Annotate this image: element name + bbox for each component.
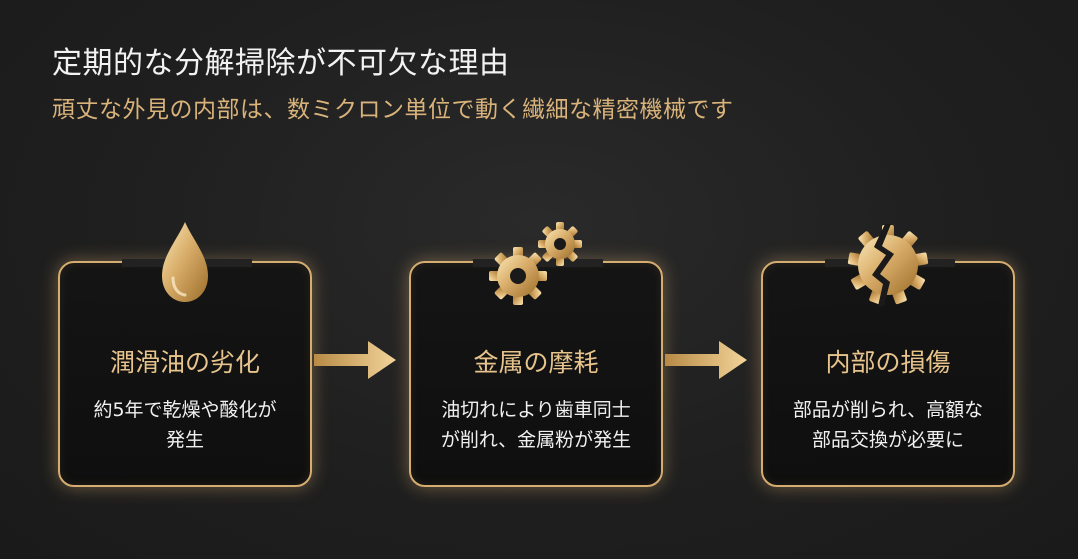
step-title: 金属の摩耗 — [473, 348, 599, 377]
step-description-line: 発生 — [165, 429, 204, 451]
step-title: 潤滑油の劣化 — [109, 348, 260, 377]
page-subtitle: 頑丈な外見の内部は、数ミクロン単位で動く繊細な精密機械です — [52, 97, 734, 123]
oil-drop-icon — [162, 222, 208, 302]
arrow-right-icon — [314, 341, 396, 379]
broken-gear-icon — [847, 224, 929, 306]
step-description: 油切れにより歯車同士 が削れ、金属粉が発生 — [411, 395, 661, 455]
step-description: 部品が削られ、高額な 部品交換が必要に — [763, 395, 1013, 455]
step-description-line: 約5年で乾燥や酸化が — [93, 399, 277, 421]
step-card-damage: 内部の損傷 部品が削られ、高額な 部品交換が必要に — [761, 259, 1015, 487]
step-description-line: が削れ、金属粉が発生 — [440, 429, 632, 451]
step-description-line: 油切れにより歯車同士 — [441, 399, 631, 421]
step-description-line: 部品が削られ、高額な — [792, 399, 984, 421]
gears-icon — [489, 222, 582, 305]
step-description-line: 部品交換が必要に — [811, 429, 964, 451]
step-title: 内部の損傷 — [825, 348, 951, 377]
arrow-right-icon — [665, 341, 747, 379]
page-title: 定期的な分解掃除が不可欠な理由 — [52, 46, 510, 81]
step-description: 約5年で乾燥や酸化が 発生 — [60, 395, 310, 455]
